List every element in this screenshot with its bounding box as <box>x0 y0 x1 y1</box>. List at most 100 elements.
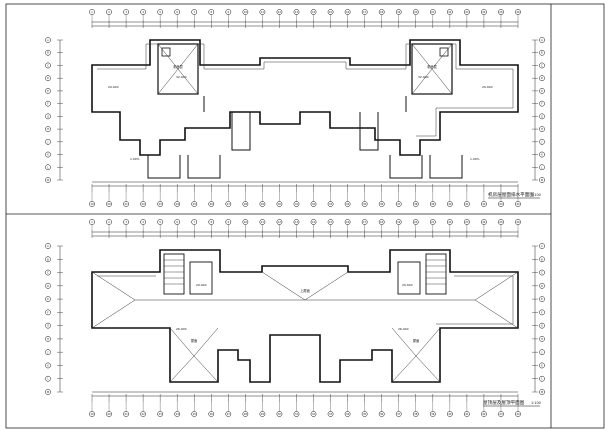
axis-bubble-label: 4 <box>142 221 144 224</box>
lower-slope-lines <box>91 271 519 383</box>
upper-room-label-left: 机房层 <box>173 64 183 69</box>
axis-bubble-label: H <box>47 128 49 131</box>
axis-bubble-label: 19 <box>397 11 401 14</box>
axis-bubble-label: 7 <box>193 221 195 224</box>
axis-bubble <box>45 296 51 302</box>
axis-bubble-label: B <box>47 258 49 261</box>
axis-bubble <box>429 219 436 225</box>
axis-bubble-label: G <box>47 115 49 118</box>
axis-bubble <box>498 219 504 225</box>
axis-bubble-label: D <box>541 285 543 288</box>
axis-bubble <box>464 9 470 15</box>
lower-drawing-title: 屋顶层及屋顶平面图 <box>483 400 525 406</box>
axis-bubble-label: 42 <box>482 413 486 416</box>
axis-bubble-label: 19 <box>397 221 401 224</box>
axis-bubble <box>539 375 545 382</box>
axis-bubble <box>539 336 545 342</box>
axis-bubble <box>45 243 51 249</box>
axis-bubble-label: 41 <box>465 203 469 206</box>
axis-bubble-label: 3 <box>125 221 127 224</box>
axis-bubble-label: 20 <box>414 11 418 14</box>
axis-bubble <box>45 389 51 395</box>
axis-bubble-label: 21 <box>431 221 435 224</box>
axis-bubble-label: E <box>47 90 49 93</box>
axis-bubble-label: H <box>541 338 543 341</box>
axis-bubble <box>123 411 129 417</box>
upper-elev-2: 32.400 <box>418 75 429 79</box>
upper-slope-2: 1.00% <box>470 157 480 161</box>
axis-bubble <box>140 219 146 225</box>
axis-bubble <box>191 219 198 225</box>
axis-bubble <box>45 282 51 289</box>
axis-bubble-label: F <box>47 311 49 314</box>
upper-drawing-title: 机房层屋面排水平面图 <box>488 191 534 198</box>
axis-bubble-label: 9 <box>228 221 230 224</box>
axis-bubble-label: 14 <box>312 221 316 224</box>
axis-bubble-label: 11 <box>261 11 265 14</box>
axis-bubble <box>327 411 334 417</box>
axis-bubble <box>157 201 164 207</box>
axis-bubble <box>344 219 351 225</box>
axis-bubble-label: K <box>47 154 49 157</box>
axis-bubble <box>539 389 545 395</box>
axis-bubble-label: J <box>541 351 543 354</box>
axis-bubble-label: 22 <box>142 413 146 416</box>
axis-bubble <box>225 411 232 417</box>
axis-bubble-label: 28 <box>244 413 248 416</box>
axis-bubble-label: 8 <box>211 221 213 224</box>
axis-bubble <box>123 9 129 15</box>
lower-parapet-line <box>97 275 514 325</box>
axis-bubble <box>45 164 51 171</box>
axis-bubble <box>378 9 385 15</box>
axis-bubble-label: K <box>541 364 543 367</box>
axis-bubble <box>106 411 112 417</box>
axis-bubble <box>344 411 351 417</box>
axis-bubble-label: 17 <box>363 221 367 224</box>
axis-bubble-label: J <box>47 351 49 354</box>
axis-bubble <box>225 9 232 15</box>
axis-bubble <box>293 9 300 15</box>
axis-bubble-label: C <box>47 64 49 67</box>
axis-bubble <box>515 9 521 15</box>
axis-bubble <box>89 201 95 207</box>
axis-bubble-label: 17 <box>363 11 367 14</box>
axis-bubble-label: 2 <box>108 11 110 14</box>
axis-bubble <box>539 362 545 369</box>
axis-bubble-label: 2 <box>108 221 110 224</box>
axis-bubble-label: 25 <box>499 11 503 14</box>
sheet-frame <box>5 3 605 429</box>
axis-bubble-label: K <box>47 364 49 367</box>
axis-bubble-label: 23 <box>159 203 163 206</box>
axis-bubble <box>481 9 487 15</box>
axis-bubble-label: 27 <box>227 203 231 206</box>
axis-bubble <box>327 201 334 207</box>
axis-bubble <box>310 9 317 15</box>
lower-room-label-center: 上屋面 <box>300 288 310 293</box>
axis-bubble-label: 26 <box>210 203 214 206</box>
axis-bubble-label: 20 <box>414 221 418 224</box>
axis-bubble-label: 1 <box>91 11 93 14</box>
axis-bubble <box>539 243 545 249</box>
axis-bubble-label: F <box>47 103 49 106</box>
axis-bubble-label: M <box>541 391 543 394</box>
axis-bubble-label: 35 <box>363 203 367 206</box>
axis-bubble-label: 1 <box>91 221 93 224</box>
lower-elev-3: 26.400 <box>176 327 187 331</box>
axis-bubble-label: 39 <box>431 203 435 206</box>
axis-bubble <box>361 9 368 15</box>
axis-bubble-label: C <box>47 272 49 275</box>
axis-bubble-label: D <box>47 285 49 288</box>
axis-bubble <box>429 201 436 207</box>
axis-bubble <box>242 219 249 225</box>
upper-drawing-scale: 1:100 <box>531 193 541 197</box>
axis-bubble-label: 25 <box>193 203 197 206</box>
axis-bubble <box>259 9 266 15</box>
axis-bubble <box>45 269 51 276</box>
axis-bubble <box>378 411 385 417</box>
axis-bubble <box>259 219 266 225</box>
axis-bubble <box>45 62 51 69</box>
axis-bubble-label: 12 <box>278 11 282 14</box>
axis-bubble <box>208 201 215 207</box>
